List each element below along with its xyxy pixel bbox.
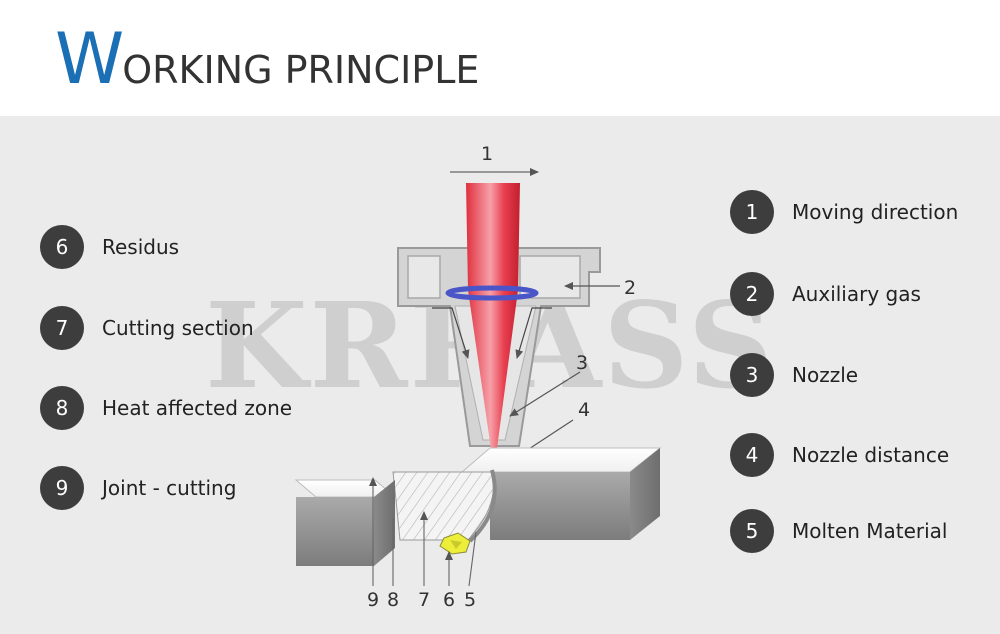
legend-label: Cutting section xyxy=(102,316,254,340)
legend-item-heat-affected-zone: 8 Heat affected zone xyxy=(40,386,292,430)
label-2: 2 xyxy=(624,277,636,299)
legend-item-residus: 6 Residus xyxy=(40,225,179,269)
page-title: WORKING PRINCIPLE xyxy=(55,18,479,100)
workpiece-right xyxy=(460,447,662,540)
legend-label: Heat affected zone xyxy=(102,396,293,420)
legend-badge: 4 xyxy=(730,433,774,477)
label-9: 9 xyxy=(367,589,379,611)
legend-item-cutting-section: 7 Cutting section xyxy=(40,306,254,350)
legend-label: Joint - cutting xyxy=(102,476,237,500)
legend-label: Nozzle distance xyxy=(792,443,950,467)
legend-badge: 2 xyxy=(730,272,774,316)
bottom-leaders xyxy=(369,477,477,587)
legend-label: Moving direction xyxy=(792,200,959,224)
legend-label: Nozzle xyxy=(792,363,859,387)
legend-label: Molten Material xyxy=(792,519,948,543)
legend-badge: 5 xyxy=(730,509,774,553)
workpiece-left xyxy=(294,479,397,566)
legend-badge: 3 xyxy=(730,353,774,397)
legend-badge: 9 xyxy=(40,466,84,510)
label-7: 7 xyxy=(418,589,430,611)
label-4: 4 xyxy=(578,399,590,421)
legend-badge: 7 xyxy=(40,306,84,350)
label-6: 6 xyxy=(443,589,455,611)
label-1: 1 xyxy=(481,143,493,165)
legend-item-joint-cutting: 9 Joint - cutting xyxy=(40,466,236,510)
gas-flow-arrows xyxy=(432,307,552,359)
label-8: 8 xyxy=(387,589,399,611)
legend-label: Auxiliary gas xyxy=(792,282,921,306)
header: WORKING PRINCIPLE xyxy=(0,0,1000,116)
gas-ring xyxy=(445,285,539,301)
legend-item-auxiliary-gas: 2 Auxiliary gas xyxy=(730,272,921,316)
title-rest: ORKING PRINCIPLE xyxy=(122,48,480,92)
legend-item-moving-direction: 1 Moving direction xyxy=(730,190,958,234)
legend-label: Residus xyxy=(102,235,180,259)
legend-badge: 8 xyxy=(40,386,84,430)
legend-item-nozzle: 3 Nozzle xyxy=(730,353,858,397)
legend-badge: 1 xyxy=(730,190,774,234)
legend-badge: 6 xyxy=(40,225,84,269)
label-5: 5 xyxy=(464,589,476,611)
nozzle-leader xyxy=(509,371,581,417)
laser-beam xyxy=(466,183,520,456)
label-3: 3 xyxy=(576,352,588,374)
title-initial: W xyxy=(55,18,124,100)
legend-item-molten-material: 5 Molten Material xyxy=(730,509,947,553)
residue xyxy=(450,540,462,549)
legend-item-nozzle-distance: 4 Nozzle distance xyxy=(730,433,949,477)
